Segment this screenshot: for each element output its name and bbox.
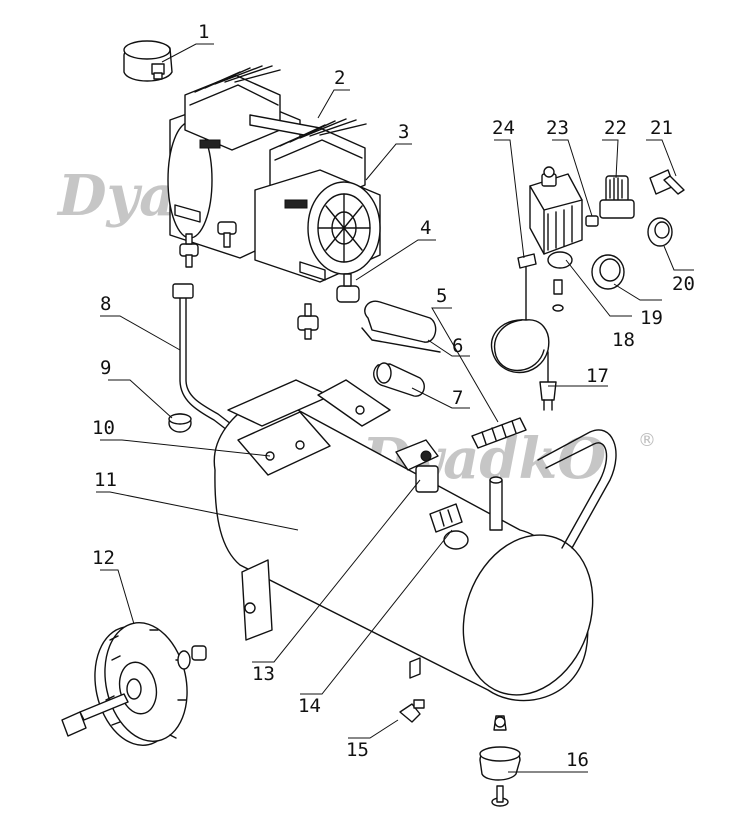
part-label-4: 4 (420, 217, 431, 239)
part-label-17: 17 (586, 365, 609, 387)
pressure-gauge-part (591, 254, 625, 290)
part-label-3: 3 (398, 121, 409, 143)
part-label-11: 11 (94, 469, 117, 491)
part-label-23: 23 (546, 117, 569, 139)
part-label-22: 22 (604, 117, 627, 139)
part-label-8: 8 (100, 293, 111, 315)
part-label-6: 6 (452, 335, 463, 357)
air-tank-part (213, 379, 617, 702)
quick-coupler-part (649, 169, 685, 195)
part-label-1: 1 (198, 21, 209, 43)
part-label-21: 21 (650, 117, 673, 139)
drain-valve-part (399, 699, 425, 723)
tank-fitting (489, 476, 503, 531)
leader-lines (96, 43, 694, 773)
part-label-2: 2 (334, 67, 345, 89)
cord-clip-part (517, 253, 537, 269)
part-label-14: 14 (298, 695, 321, 717)
part-label-24: 24 (492, 117, 515, 139)
part-label-15: 15 (346, 739, 369, 761)
check-valve-part (395, 439, 439, 493)
pressure-gauge-small-part (647, 217, 673, 247)
part-labels: 1 2 3 4 5 6 7 8 9 10 11 12 13 14 15 16 1… (92, 21, 695, 771)
safety-valve-part (429, 503, 469, 550)
fitting-part (585, 215, 599, 227)
compressor-assembly (167, 65, 381, 283)
part-label-13: 13 (252, 663, 275, 685)
hose-connector-part (471, 417, 527, 449)
part-label-12: 12 (92, 547, 115, 569)
capacitor-part (361, 300, 441, 353)
watermark-registered-middle: ® (638, 430, 656, 451)
wheel-part (61, 622, 207, 746)
compressor-mounts (179, 221, 319, 340)
capacitor-small-part (373, 362, 425, 397)
air-filter-part (123, 40, 173, 82)
part-label-20: 20 (672, 273, 695, 295)
part-label-16: 16 (566, 749, 589, 771)
part-label-10: 10 (92, 417, 115, 439)
power-cord-part (490, 261, 557, 411)
part-label-5: 5 (436, 285, 447, 307)
part-label-7: 7 (452, 387, 463, 409)
rubber-foot-part (336, 273, 360, 303)
part-label-19: 19 (640, 307, 663, 329)
regulator-part (599, 175, 635, 219)
mounting-bracket-part (237, 411, 331, 476)
pressure-switch-part (529, 166, 583, 312)
cap-part (168, 413, 192, 433)
rubber-foot-bottom-part (479, 715, 521, 807)
part-label-18: 18 (612, 329, 635, 351)
part-label-9: 9 (100, 357, 111, 379)
